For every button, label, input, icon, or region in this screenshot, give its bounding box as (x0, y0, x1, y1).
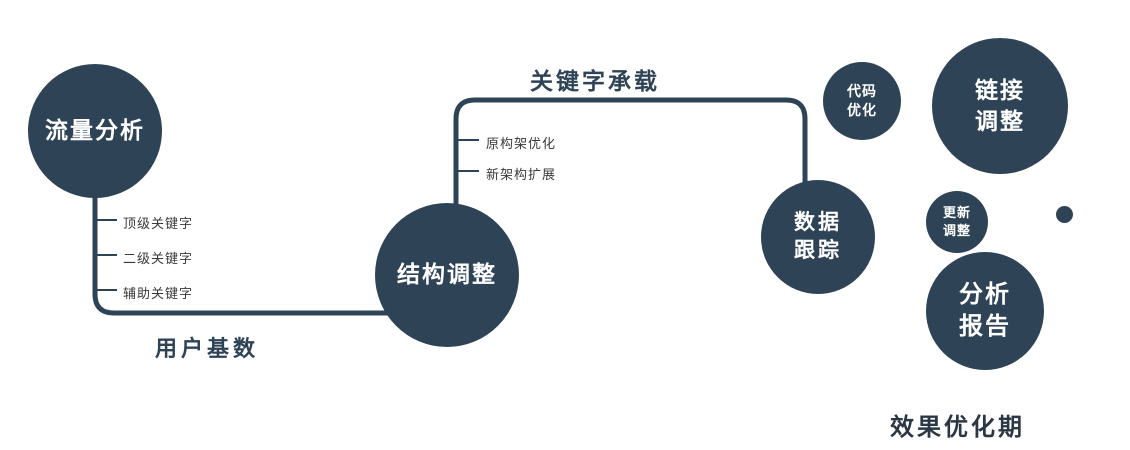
node-traffic-analysis: 流量分析 (28, 64, 162, 198)
footer-effect-optimization: 效果优化期 (890, 414, 1025, 441)
branch-label-second-keywords: 二级关键字 (123, 251, 194, 266)
node-structure-adjustment-label: 结构调整 (397, 261, 497, 288)
edge-structure-to-tracking (453, 97, 808, 212)
edge-traffic-to-structure (92, 188, 392, 316)
branch-label-original-architecture: 原构架优化 (486, 136, 557, 151)
node-traffic-analysis-label: 流量分析 (45, 117, 145, 144)
node-analysis-report-line1: 分析 (959, 280, 1011, 308)
node-code-optimization-line1: 代码 (847, 83, 877, 100)
node-data-tracking-line1: 数据 (794, 210, 842, 234)
branch-label-auxiliary-keywords: 辅助关键字 (123, 286, 194, 301)
node-code-optimization: 代码 优化 (823, 62, 901, 140)
node-analysis-report: 分析 报告 (926, 252, 1044, 370)
node-analysis-report-line2: 报告 (959, 313, 1011, 340)
node-data-tracking: 数据 跟踪 (761, 180, 875, 294)
node-data-tracking-line2: 跟踪 (794, 239, 842, 262)
node-link-adjustment-line2: 调整 (975, 108, 1025, 134)
edge-label-user-base: 用户基数 (155, 336, 260, 361)
node-update-adjustment-line2: 调整 (942, 223, 971, 238)
branch-label-top-keywords: 顶级关键字 (123, 216, 194, 231)
node-structure-adjustment: 结构调整 (375, 203, 519, 347)
node-update-adjustment-line1: 更新 (942, 205, 971, 221)
small-dot (1056, 206, 1073, 223)
node-link-adjustment: 链接 调整 (932, 38, 1068, 174)
branch-label-new-architecture: 新架构扩展 (486, 167, 557, 182)
node-code-optimization-line2: 优化 (847, 102, 877, 118)
node-link-adjustment-line1: 链接 (975, 76, 1025, 103)
edge-label-keyword-carry: 关键字承载 (530, 68, 660, 94)
node-update-adjustment: 更新 调整 (926, 191, 988, 253)
